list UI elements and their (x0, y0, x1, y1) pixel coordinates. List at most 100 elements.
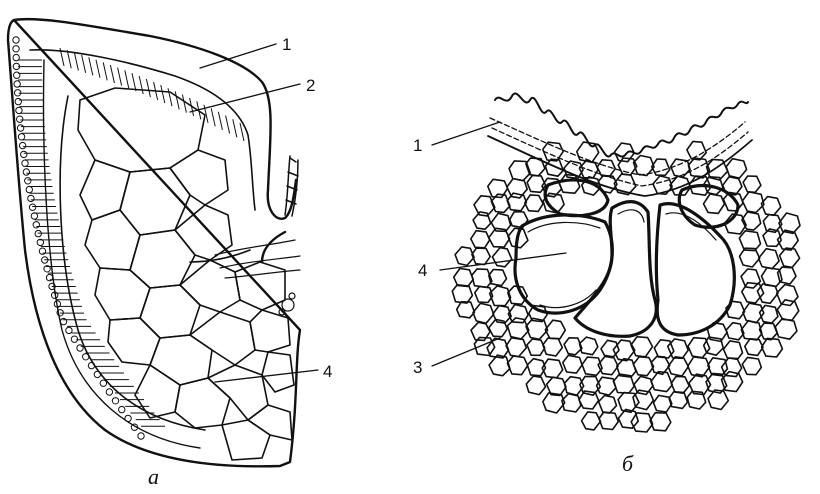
outer-cell (28, 195, 34, 201)
network-cell (631, 337, 653, 357)
network-cell (761, 197, 780, 216)
outer-cell (119, 406, 125, 412)
network-cell (704, 194, 725, 213)
texture-stroke (89, 57, 93, 75)
label-a-2: 2 (306, 76, 315, 95)
outer-cell (16, 107, 22, 113)
network-cell (457, 302, 475, 318)
caption-a: а (148, 464, 159, 489)
outer-cell (94, 371, 100, 377)
outer-cell (83, 354, 89, 360)
section-a-inner-boundary (30, 50, 255, 430)
outer-cell (125, 415, 131, 421)
section-a-outline (8, 19, 300, 466)
network-cell (492, 248, 511, 267)
network-cell (650, 413, 671, 431)
network-cell (455, 247, 474, 266)
texture-stroke (211, 108, 215, 126)
outer-cell (71, 336, 77, 342)
network-cell (582, 412, 601, 430)
texture-stroke (96, 60, 100, 78)
texture-stroke (226, 116, 230, 134)
network-cell (668, 357, 688, 376)
network-cell (473, 303, 494, 323)
outer-cell (14, 72, 20, 78)
outer-cell (17, 116, 23, 122)
label-b-3: 3 (413, 358, 422, 377)
network-cell (545, 159, 563, 176)
network-cell (671, 376, 689, 393)
outer-cell (77, 345, 83, 351)
network-cell (775, 319, 797, 340)
outer-cell (106, 389, 112, 395)
network-cell (726, 159, 746, 178)
outer-cell (33, 222, 39, 228)
network-cell (631, 413, 652, 432)
texture-stroke (175, 91, 179, 109)
network-cell (745, 339, 763, 356)
outer-cell (100, 380, 106, 386)
texture-stroke (82, 55, 86, 73)
network-cell (671, 159, 690, 177)
network-cell (599, 396, 617, 414)
outer-cell (23, 169, 29, 175)
texture-stroke (74, 53, 78, 71)
network-cell (687, 141, 706, 159)
caption-b: б (622, 451, 634, 476)
outer-cell (13, 46, 19, 52)
outer-cell (21, 151, 27, 157)
network-cell (452, 285, 472, 303)
outer-cell (112, 398, 118, 404)
outer-cell (26, 186, 32, 192)
palisade-layer (18, 48, 244, 426)
network-cell (563, 355, 582, 373)
network-cell (633, 357, 653, 376)
network-cell (526, 376, 545, 395)
label-b-4: 4 (418, 261, 427, 280)
texture-stroke (146, 79, 150, 97)
cell-network (452, 141, 800, 432)
texture-stroke (67, 50, 71, 68)
network-cell (580, 337, 598, 355)
outer-cell (31, 213, 37, 219)
network-cell (742, 357, 761, 374)
cross-section-b: 1 4 3 б (413, 94, 800, 476)
network-cell (527, 339, 545, 355)
outer-cell (138, 433, 144, 439)
network-cell (743, 303, 764, 323)
outer-cell (66, 327, 72, 333)
network-cell (599, 412, 618, 430)
outer-cell-layer (13, 37, 144, 439)
network-cell (759, 249, 780, 269)
texture-stroke (218, 112, 222, 130)
label-a-4: 4 (323, 362, 332, 381)
label-a-1: 1 (282, 35, 291, 54)
network-cell (489, 270, 507, 286)
outer-cell (14, 81, 20, 87)
network-cell (757, 284, 778, 303)
network-cell (743, 176, 761, 192)
label-b-1: 1 (413, 136, 422, 155)
texture-stroke (168, 88, 172, 106)
outer-cell (13, 54, 19, 60)
outer-cell (19, 142, 25, 148)
network-cell (760, 323, 778, 340)
texture-stroke (103, 62, 107, 80)
network-cell (509, 161, 530, 181)
outer-cell (13, 37, 19, 43)
outer-cell (22, 160, 28, 166)
network-cell (543, 393, 565, 413)
network-cell (471, 231, 490, 248)
outer-cell (15, 98, 21, 104)
network-cell (723, 341, 742, 359)
outer-cell (18, 134, 24, 140)
network-cell (507, 356, 527, 375)
outer-cell (46, 274, 52, 280)
network-cell (564, 338, 582, 355)
network-cell (741, 321, 762, 340)
cross-section-a: 1 2 4 а (8, 19, 332, 489)
network-cell (507, 193, 526, 211)
texture-stroke (139, 76, 143, 94)
